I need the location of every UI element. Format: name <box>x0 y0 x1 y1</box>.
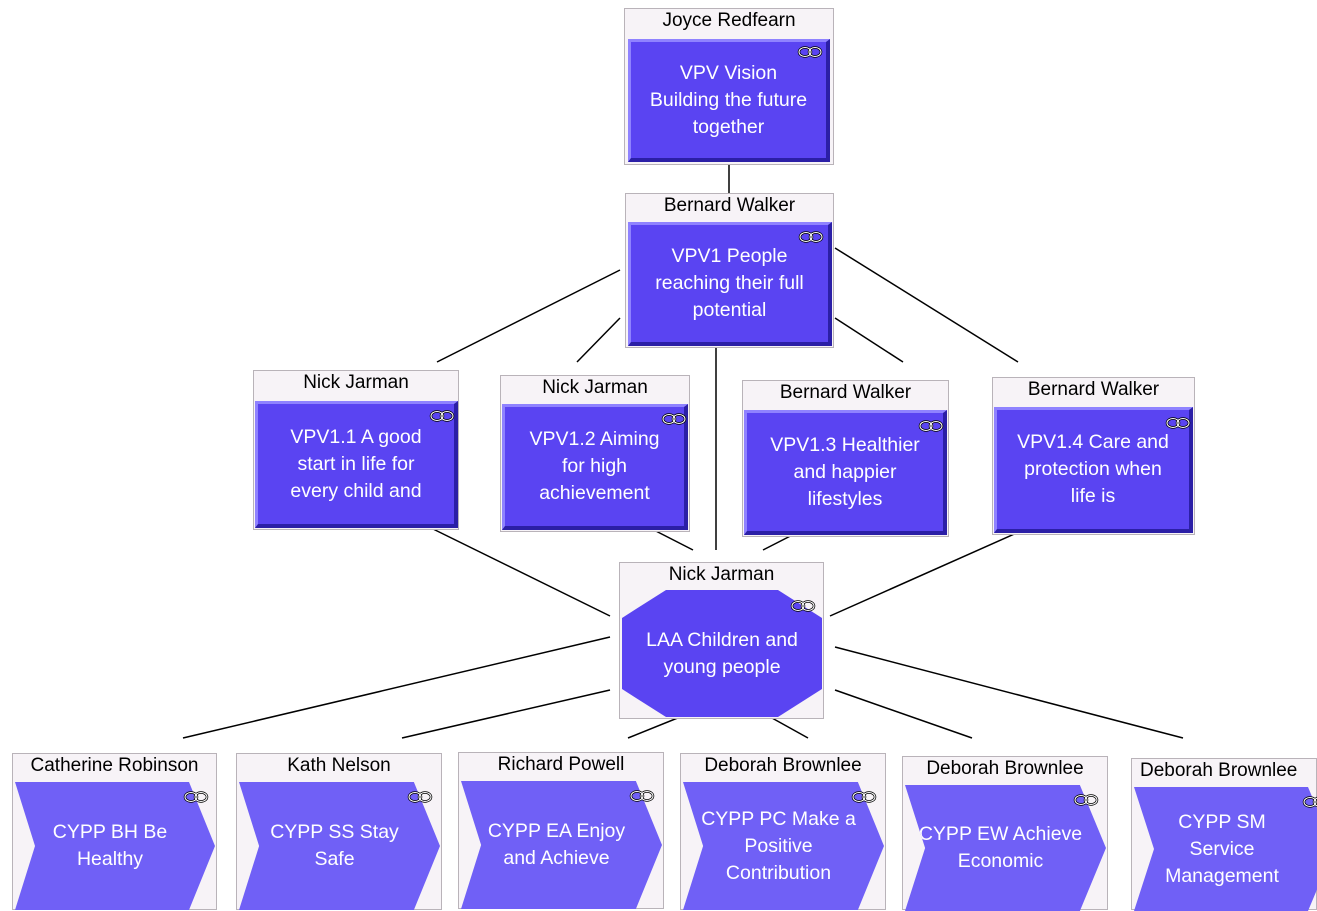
link-chain-icon[interactable] <box>797 45 823 59</box>
node-vpv-vision[interactable]: Joyce Redfearn VPV Vision Building the f… <box>624 8 834 165</box>
node-vpv1[interactable]: Bernard Walker VPV1 People reaching thei… <box>625 193 834 348</box>
node-vpv1-4[interactable]: Bernard Walker VPV1.4 Care and protectio… <box>992 377 1195 535</box>
link-chain-icon[interactable] <box>1165 416 1191 430</box>
objective-card[interactable]: VPV1.1 A good start in life for every ch… <box>255 401 458 528</box>
objective-text: CYPP EW Achieve Economic <box>918 823 1083 872</box>
node-cypp-pc[interactable]: Deborah Brownlee CYPP PC Make a Positive… <box>680 753 886 910</box>
owner-label: Nick Jarman <box>303 372 409 393</box>
objective-chevron[interactable]: CYPP BH Be Healthy <box>15 782 215 910</box>
node-cypp-ss[interactable]: Kath Nelson CYPP SS Stay Safe <box>236 753 442 910</box>
objective-text: VPV1.3 Healthier and happier lifestyles <box>770 433 920 510</box>
node-vpv1-1[interactable]: Nick Jarman VPV1.1 A good start in life … <box>253 370 459 530</box>
owner-label: Deborah Brownlee <box>926 758 1084 779</box>
node-vpv1-3[interactable]: Bernard Walker VPV1.3 Healthier and happ… <box>742 380 949 537</box>
link-chain-icon[interactable] <box>183 790 209 804</box>
objective-text: CYPP SM Service Management <box>1165 810 1279 887</box>
node-cypp-bh[interactable]: Catherine Robinson CYPP BH Be Healthy <box>12 753 217 910</box>
owner-label: Joyce Redfearn <box>662 10 796 31</box>
link-chain-icon[interactable] <box>1073 793 1099 807</box>
owner-label: Bernard Walker <box>663 195 796 216</box>
owner-label: Catherine Robinson <box>30 755 199 776</box>
objective-card[interactable]: VPV1.3 Healthier and happier lifestyles <box>744 410 947 535</box>
owner-label: Bernard Walker <box>779 382 912 403</box>
objective-text: CYPP EA Enjoy and Achieve <box>487 820 626 869</box>
owner-label: Deborah Brownlee <box>1140 760 1298 781</box>
owner-label: Deborah Brownlee <box>704 755 862 776</box>
node-cypp-ew[interactable]: Deborah Brownlee CYPP EW Achieve Economi… <box>902 756 1108 911</box>
objective-text: VPV1 People reaching their full potentia… <box>655 245 804 321</box>
objective-text: VPV1.1 A good start in life for every ch… <box>290 425 422 502</box>
objective-text: CYPP PC Make a Positive Contribution <box>701 807 856 884</box>
link-chain-icon[interactable] <box>790 599 816 613</box>
owner-label: Nick Jarman <box>542 377 648 398</box>
link-chain-icon[interactable] <box>661 412 687 426</box>
objective-card[interactable]: VPV1.4 Care and protection when life is <box>994 407 1193 533</box>
owner-label: Nick Jarman <box>668 564 775 585</box>
node-cypp-ea[interactable]: Richard Powell CYPP EA Enjoy and Achieve <box>458 752 664 909</box>
objective-text: LAA Children and young people <box>646 628 798 678</box>
link-chain-icon[interactable] <box>629 789 655 803</box>
objective-card[interactable]: VPV1.2 Aiming for high achievement <box>502 404 688 530</box>
objective-chevron[interactable]: CYPP SS Stay Safe <box>239 782 440 910</box>
owner-label: Kath Nelson <box>287 755 391 776</box>
objective-chevron[interactable]: CYPP PC Make a Positive Contribution <box>683 782 884 910</box>
node-laa-children[interactable]: Nick Jarman LAA Children and young peopl… <box>619 562 824 719</box>
objective-card[interactable]: VPV1 People reaching their full potentia… <box>628 222 832 346</box>
node-cypp-sm[interactable]: Deborah Brownlee CYPP SM Service Managem… <box>1131 758 1317 911</box>
owner-label: Bernard Walker <box>1027 379 1160 400</box>
link-chain-icon[interactable] <box>798 230 824 244</box>
objective-card[interactable]: VPV Vision Building the future together <box>628 39 830 162</box>
objective-text: CYPP BH Be Healthy <box>52 821 168 870</box>
objective-chevron[interactable]: CYPP SM Service Management <box>1134 787 1317 911</box>
objective-octagon[interactable]: LAA Children and young people <box>622 590 822 717</box>
objective-text: CYPP SS Stay Safe <box>270 821 399 870</box>
objective-chevron[interactable]: CYPP EA Enjoy and Achieve <box>461 781 662 909</box>
link-chain-icon[interactable] <box>407 790 433 804</box>
owner-label: Richard Powell <box>497 754 625 775</box>
link-chain-icon[interactable] <box>1302 795 1317 809</box>
link-chain-icon[interactable] <box>851 790 877 804</box>
objective-chevron[interactable]: CYPP EW Achieve Economic <box>905 785 1106 911</box>
objective-text: VPV1.4 Care and protection when life is <box>1017 431 1169 507</box>
node-vpv1-2[interactable]: Nick Jarman VPV1.2 Aiming for high achie… <box>500 375 690 532</box>
objective-text: VPV1.2 Aiming for high achievement <box>529 428 660 504</box>
link-chain-icon[interactable] <box>918 419 944 433</box>
objective-text: VPV Vision Building the future together <box>649 61 808 138</box>
link-chain-icon[interactable] <box>429 409 455 423</box>
